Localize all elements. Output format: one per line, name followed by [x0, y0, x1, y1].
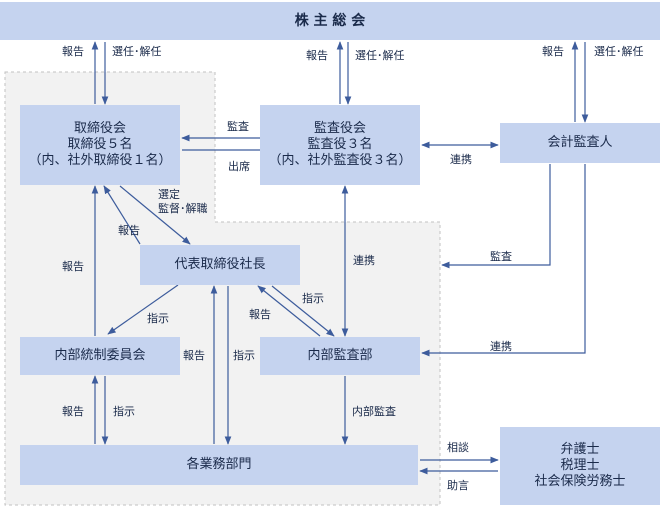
- president-audit-instruct: [271, 285, 335, 337]
- label-consult: 相談: [447, 441, 469, 454]
- label-control-dept-instruct: 指示: [113, 405, 135, 418]
- label-advice: 助言: [447, 479, 469, 492]
- label-audit: 監査: [227, 120, 249, 133]
- internal-control-committee-box: 内部統制委員会: [20, 337, 180, 375]
- label-president-dept-instruct: 指示: [233, 349, 255, 362]
- label-auditors-elect: 選任･解任: [355, 49, 405, 62]
- business-departments-box: 各業務部門: [20, 445, 418, 485]
- acct-audit-arrow: [441, 164, 551, 269]
- audit-president-report: [257, 285, 321, 337]
- label-control-instruct: 指示: [147, 312, 169, 325]
- shareholders-meeting-box: 株 主 総 会: [0, 2, 660, 40]
- label-audit-report: 報告: [249, 308, 271, 321]
- label-acct-report: 報告: [542, 45, 564, 58]
- label-auditors-acct-cooperate: 連携: [450, 153, 472, 166]
- internal-audit-dept-box: 内部監査部: [260, 337, 420, 375]
- president-box: 代表取締役社長: [140, 245, 300, 285]
- president-report-arrow: [103, 185, 141, 245]
- label-dept-president-report: 報告: [183, 349, 205, 362]
- label-dept-control-report: 報告: [62, 405, 84, 418]
- label-supervise-dismiss: 監督･解職: [158, 202, 208, 215]
- president-control-instruct: [107, 284, 179, 335]
- label-control-report: 報告: [62, 260, 84, 273]
- audit-board-box: 監査役会 監査役３名 （内、社外監査役３名）: [260, 105, 420, 185]
- label-select: 選定: [158, 188, 180, 201]
- label-auditors-report: 報告: [306, 49, 328, 62]
- label-president-report: 報告: [118, 224, 140, 237]
- label-board-report: 報告: [62, 45, 84, 58]
- label-acct-audit: 監査: [490, 250, 512, 263]
- label-acct-elect: 選任･解任: [594, 45, 644, 58]
- label-acct-internal-cooperate: 連携: [490, 340, 512, 353]
- accounting-auditor-box: 会計監査人: [500, 123, 660, 163]
- advisors-box: 弁護士 税理士 社会保険労務士: [500, 427, 660, 505]
- board-of-directors-box: 取締役会 取締役５名 （内、社外取締役１名）: [20, 105, 180, 185]
- acct-internal-cooperate: [421, 164, 586, 357]
- board-select-arrow: [119, 185, 191, 245]
- label-attend: 出席: [228, 160, 250, 173]
- label-board-elect: 選任･解任: [112, 45, 162, 58]
- label-auditors-audit-cooperate: 連携: [353, 254, 375, 267]
- label-internal-audit: 内部監査: [352, 405, 396, 418]
- label-audit-instruct: 指示: [302, 292, 324, 305]
